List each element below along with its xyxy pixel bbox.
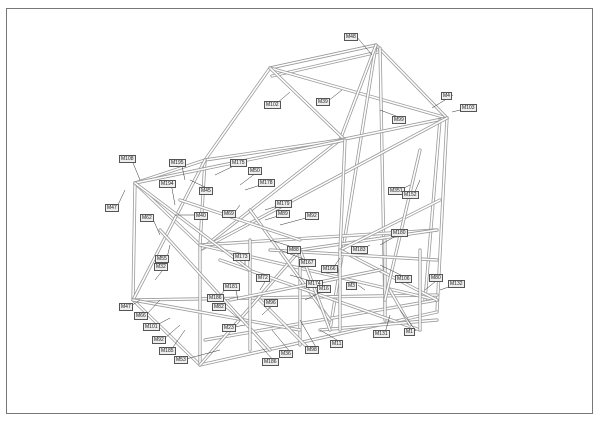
tube-core <box>132 182 136 301</box>
member-label: M50 <box>248 167 262 175</box>
tube-core <box>199 117 448 251</box>
tube-core <box>269 67 346 141</box>
tube-core <box>259 299 311 351</box>
leader-line <box>254 339 275 362</box>
member-label: M72 <box>256 274 270 282</box>
member-label: M174 <box>306 280 323 288</box>
member-label: M183 <box>351 246 368 254</box>
member-label: M186 <box>207 294 224 302</box>
member-label: M180 <box>391 229 408 237</box>
member-label: M173 <box>233 253 250 261</box>
member-label: M16 <box>317 285 331 293</box>
tube-core <box>204 67 271 161</box>
member-label: M39 <box>316 98 330 106</box>
tube-core <box>132 299 301 331</box>
member-label: M103 <box>460 104 477 112</box>
tube-core <box>132 299 201 366</box>
member-label: M98 <box>305 346 319 354</box>
tube-core <box>159 229 271 351</box>
member-label: M152 <box>402 191 419 199</box>
tube-core <box>132 159 206 301</box>
leader-line <box>327 89 343 102</box>
member-label: M175 <box>230 159 247 167</box>
member-label: M181 <box>223 283 240 291</box>
tube-core <box>339 199 441 251</box>
tube-core <box>339 44 377 141</box>
member-label: M40 <box>194 212 208 220</box>
leader-line <box>170 329 186 351</box>
leader-line <box>233 324 246 328</box>
member-label: M167 <box>299 259 316 267</box>
tube-core <box>134 182 201 246</box>
leader-line <box>163 324 181 340</box>
tube-core <box>199 139 341 251</box>
tube-core <box>132 294 438 301</box>
member-label: M166 <box>321 265 338 273</box>
member-label: M53 <box>174 356 188 364</box>
tube-core <box>339 117 448 141</box>
leader-line <box>271 329 292 354</box>
leader-line <box>299 319 318 350</box>
tube-core <box>229 269 381 301</box>
member-label: M1 <box>404 328 415 336</box>
member-label: M36 <box>279 350 293 358</box>
member-label: M186 <box>262 358 279 366</box>
tube-core <box>269 44 377 69</box>
member-label: M80 <box>429 274 443 282</box>
member-label: M88 <box>287 246 301 254</box>
member-label: M96 <box>264 299 278 307</box>
member-label: M47 <box>105 204 119 212</box>
member-label: M45 <box>199 187 213 195</box>
member-label: M92 <box>305 212 319 220</box>
member-label: M102 <box>264 101 281 109</box>
member-label: M99 <box>392 116 406 124</box>
member-label: M185 <box>159 347 176 355</box>
member-label: M92 <box>152 336 166 344</box>
member-label: M178 <box>258 179 275 187</box>
member-label: M194 <box>159 180 176 188</box>
member-label: M48 <box>344 33 358 41</box>
tube-core <box>329 44 377 331</box>
member-label: M89 <box>276 210 290 218</box>
tube-core <box>219 259 421 331</box>
leader-line <box>223 305 241 321</box>
leader-line <box>185 349 221 360</box>
tube-core <box>179 199 301 241</box>
member-label: M108 <box>119 155 136 163</box>
member-label: M55 <box>155 255 169 263</box>
member-label: M101 <box>143 323 160 331</box>
member-label: M82 <box>212 303 226 311</box>
member-label: M47 <box>119 303 133 311</box>
member-label: M131 <box>373 330 390 338</box>
leader-line <box>355 35 373 56</box>
member-label: M23 <box>222 324 236 332</box>
tube-core <box>204 139 341 161</box>
leader-line <box>145 299 161 316</box>
tube-core <box>339 139 346 251</box>
member-label: M132 <box>448 280 465 288</box>
member-label: M3 <box>346 282 357 290</box>
tube-core <box>384 149 421 301</box>
member-label: M179 <box>275 200 292 208</box>
member-label: M69 <box>222 210 236 218</box>
member-label: M4 <box>441 92 452 100</box>
tube-core <box>424 119 441 301</box>
member-label: M32 <box>154 263 168 271</box>
member-label: M11 <box>330 340 344 348</box>
leader-line <box>357 284 366 291</box>
leader-line <box>399 309 417 332</box>
member-label: M195 <box>169 159 186 167</box>
drawing-frame <box>6 8 593 414</box>
tube-core <box>389 289 411 326</box>
member-label: M62 <box>140 214 154 222</box>
tube-core <box>299 229 438 251</box>
member-label: M66 <box>134 312 148 320</box>
member-label: M106 <box>395 275 412 283</box>
tube-core <box>134 182 251 271</box>
